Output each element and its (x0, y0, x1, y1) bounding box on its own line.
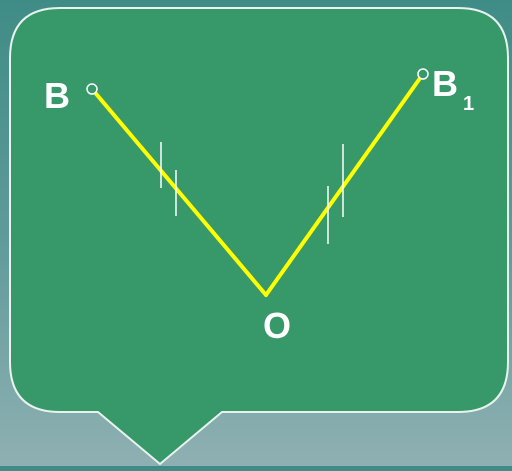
segment-bo (90, 87, 268, 297)
label-o: O (263, 305, 291, 346)
label-b1: B (432, 63, 458, 104)
label-b: B (44, 75, 70, 116)
label-b1-subscript: 1 (463, 93, 474, 115)
segment-ob1 (264, 72, 425, 297)
callout-bubble (9, 7, 509, 466)
point-b-marker (86, 83, 98, 95)
point-b1-marker (417, 68, 429, 80)
